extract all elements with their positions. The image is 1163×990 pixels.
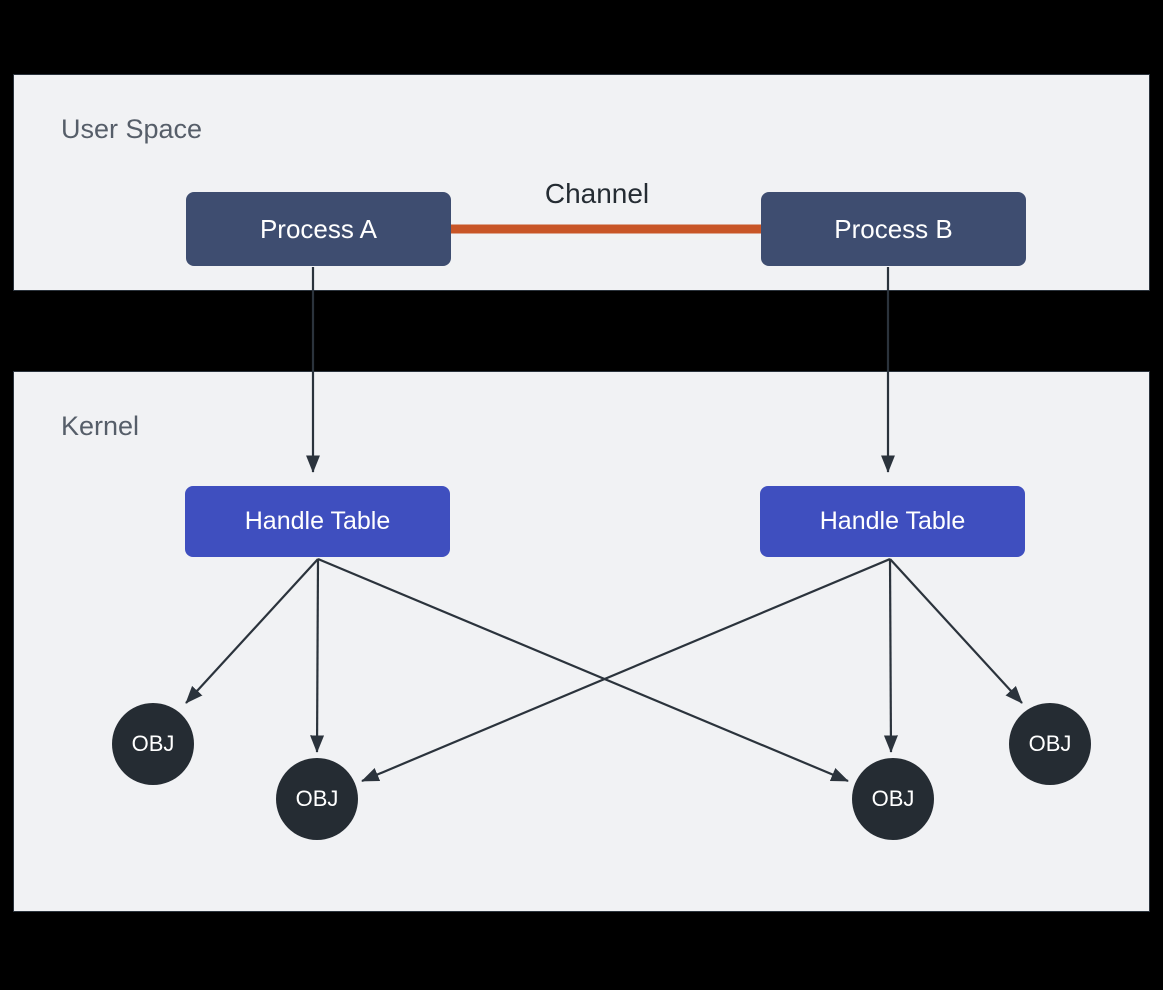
kernel-label: Kernel bbox=[61, 411, 140, 441]
kernel-object-3-label: OBJ bbox=[871, 786, 915, 811]
kernel-object-2-label: OBJ bbox=[295, 786, 339, 811]
user-space-label: User Space bbox=[61, 114, 203, 144]
process-b-node[interactable]: Process B bbox=[761, 192, 1026, 266]
handle-table-b-node[interactable]: Handle Table bbox=[760, 486, 1025, 557]
handle-table-b-label: Handle Table bbox=[819, 507, 966, 535]
kernel-object-4-label: OBJ bbox=[1028, 731, 1072, 756]
kernel-panel: Kernel bbox=[13, 371, 1150, 912]
kernel-object-4-node[interactable]: OBJ bbox=[1009, 703, 1091, 785]
channel-label: Channel bbox=[544, 178, 650, 209]
process-b-label: Process B bbox=[834, 213, 953, 244]
kernel-object-1-label: OBJ bbox=[131, 731, 175, 756]
kernel-object-1-node[interactable]: OBJ bbox=[112, 703, 194, 785]
process-a-label: Process A bbox=[259, 213, 378, 244]
handle-table-a-label: Handle Table bbox=[244, 507, 391, 535]
handle-table-a-node[interactable]: Handle Table bbox=[185, 486, 450, 557]
process-a-node[interactable]: Process A bbox=[186, 192, 451, 266]
kernel-object-3-node[interactable]: OBJ bbox=[852, 758, 934, 840]
kernel-object-2-node[interactable]: OBJ bbox=[276, 758, 358, 840]
